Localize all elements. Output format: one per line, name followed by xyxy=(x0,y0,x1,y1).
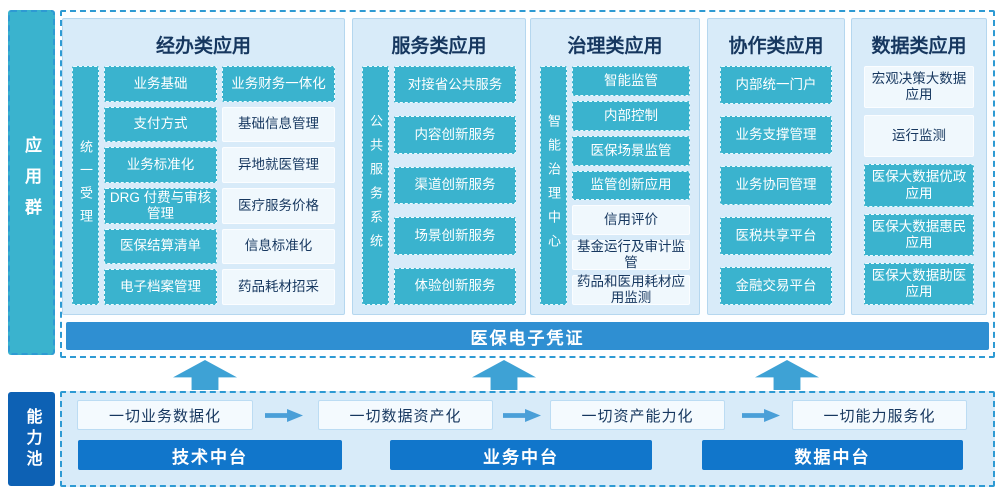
panel-body: 公共服务系统 对接省公共服务 内容创新服务 渠道创新服务 场景创新服务 体验创新… xyxy=(353,66,525,314)
up-arrow-icon xyxy=(472,360,536,390)
app-item: 信息标准化 xyxy=(222,228,335,265)
panel-title: 数据类应用 xyxy=(871,36,967,57)
panel-body: 统一受理 业务基础 支付方式 业务标准化 DRG 付费与审核管理 医保结算清单 … xyxy=(63,66,344,314)
app-item: 业务标准化 xyxy=(104,147,217,184)
panel-title: 协作类应用 xyxy=(728,36,824,57)
flow-step: 一切业务数据化 xyxy=(77,400,253,430)
app-item: DRG 付费与审核管理 xyxy=(104,188,217,224)
app-item: 监管创新应用 xyxy=(572,170,690,201)
platform-bar: 数据中台 xyxy=(702,440,963,470)
app-item: 内部控制 xyxy=(572,100,690,131)
flow-step: 一切资产能力化 xyxy=(550,400,725,430)
up-arrow-icon xyxy=(755,360,819,390)
intelligent-governance-center-strip: 智能治理中心 xyxy=(540,66,567,305)
app-item: 场景创新服务 xyxy=(394,217,516,255)
panel-body: 宏观决策大数据应用 运行监测 医保大数据优政应用 医保大数据惠民应用 医保大数据… xyxy=(852,66,986,314)
app-item: 医税共享平台 xyxy=(720,216,832,255)
panel-title: 服务类应用 xyxy=(391,36,487,57)
app-item: 业务支撑管理 xyxy=(720,116,832,155)
app-item: 智能监管 xyxy=(572,66,690,96)
items-column-b: 业务财务一体化 基础信息管理 异地就医管理 医疗服务价格 信息标准化 药品耗材招… xyxy=(222,66,335,306)
panel-management-apps: 经办类应用 统一受理 业务基础 支付方式 业务标准化 DRG 付费与审核管理 医… xyxy=(62,18,345,315)
items-column: 内部统一门户 业务支撑管理 业务协同管理 医税共享平台 金融交易平台 xyxy=(720,66,832,306)
capability-pool-side-label: 能力池 xyxy=(8,392,55,486)
app-item: 运行监测 xyxy=(864,115,974,158)
flow-step: 一切数据资产化 xyxy=(318,400,493,430)
platform-bar: 业务中台 xyxy=(390,440,652,470)
app-group-side-label: 应用群 xyxy=(8,10,55,355)
items-column: 智能监管 内部控制 医保场景监管 监管创新应用 信用评价 基金运行及审计监管 药… xyxy=(572,66,690,305)
app-item: 电子档案管理 xyxy=(104,269,217,306)
panel-governance-apps: 治理类应用 智能治理中心 智能监管 内部控制 医保场景监管 监管创新应用 信用评… xyxy=(530,18,700,315)
app-item: 业务协同管理 xyxy=(720,166,832,205)
items-column: 宏观决策大数据应用 运行监测 医保大数据优政应用 医保大数据惠民应用 医保大数据… xyxy=(864,66,974,306)
app-item: 医保结算清单 xyxy=(104,228,217,265)
app-item: 异地就医管理 xyxy=(222,147,335,184)
app-item: 医保场景监管 xyxy=(572,135,690,166)
app-item: 内容创新服务 xyxy=(394,116,516,154)
unified-acceptance-strip: 统一受理 xyxy=(72,66,99,305)
up-arrow-icon xyxy=(173,360,237,390)
app-item: 药品耗材招采 xyxy=(222,269,335,306)
ehealth-cert-bar: 医保电子凭证 xyxy=(66,322,989,350)
app-item: 体验创新服务 xyxy=(394,267,516,306)
app-item: 渠道创新服务 xyxy=(394,166,516,205)
app-item: 医疗服务价格 xyxy=(222,188,335,224)
app-item: 信用评价 xyxy=(572,205,690,236)
panel-service-apps: 服务类应用 公共服务系统 对接省公共服务 内容创新服务 渠道创新服务 场景创新服… xyxy=(352,18,526,315)
panel-data-apps: 数据类应用 宏观决策大数据应用 运行监测 医保大数据优政应用 医保大数据惠民应用… xyxy=(851,18,987,315)
app-item: 医保大数据惠民应用 xyxy=(864,213,974,256)
app-group-label-text: 应用群 xyxy=(22,136,41,229)
app-item: 药品和医用耗材应用监测 xyxy=(572,274,690,305)
app-item: 医保大数据优政应用 xyxy=(864,164,974,207)
panel-title: 治理类应用 xyxy=(567,36,663,57)
app-item: 医保大数据助医应用 xyxy=(864,262,974,306)
panel-body: 内部统一门户 业务支撑管理 业务协同管理 医税共享平台 金融交易平台 xyxy=(708,66,844,314)
app-item: 金融交易平台 xyxy=(720,266,832,306)
app-item: 业务基础 xyxy=(104,66,217,102)
items-column: 对接省公共服务 内容创新服务 渠道创新服务 场景创新服务 体验创新服务 xyxy=(394,66,516,306)
panel-collaboration-apps: 协作类应用 内部统一门户 业务支撑管理 业务协同管理 医税共享平台 金融交易平台 xyxy=(707,18,845,315)
public-service-system-strip: 公共服务系统 xyxy=(362,66,389,305)
app-item: 内部统一门户 xyxy=(720,66,832,105)
platform-bar: 技术中台 xyxy=(78,440,342,470)
items-column-a: 业务基础 支付方式 业务标准化 DRG 付费与审核管理 医保结算清单 电子档案管… xyxy=(104,66,217,306)
app-item: 基金运行及审计监管 xyxy=(572,239,690,270)
panel-title: 经办类应用 xyxy=(155,36,251,57)
app-item: 业务财务一体化 xyxy=(222,66,335,102)
app-item: 支付方式 xyxy=(104,106,217,143)
app-item: 基础信息管理 xyxy=(222,106,335,143)
capability-pool-label-text: 能力池 xyxy=(23,407,41,471)
panel-body: 智能治理中心 智能监管 内部控制 医保场景监管 监管创新应用 信用评价 基金运行… xyxy=(531,66,699,314)
app-item: 宏观决策大数据应用 xyxy=(864,66,974,109)
app-item: 对接省公共服务 xyxy=(394,66,516,104)
flow-step: 一切能力服务化 xyxy=(792,400,967,430)
